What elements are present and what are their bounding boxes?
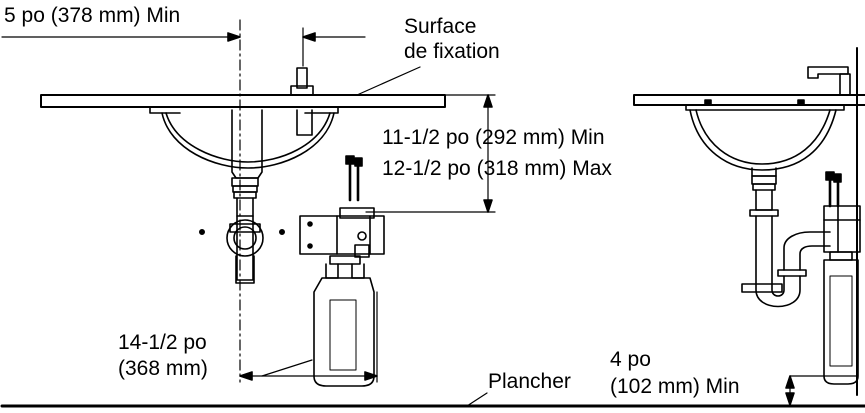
top-clearance-label: 5 po (378 mm) Min <box>4 4 181 27</box>
height-min-label: 11-1/2 po (292 mm) Min <box>382 126 605 149</box>
side-view-sink <box>633 47 865 396</box>
front-view-drain <box>199 109 285 284</box>
floor-gap-label-line2: (102 mm) Min <box>610 375 740 398</box>
depth-label-line2: (368 mm) <box>118 357 208 380</box>
depth-label-line1: 14-1/2 po <box>118 331 207 354</box>
floor-gap-label-line1: 4 po <box>610 348 651 371</box>
side-view-control-box <box>823 171 861 385</box>
front-view-sink <box>40 67 446 169</box>
side-view-drain <box>741 167 831 308</box>
side-view-dimensions <box>466 375 859 407</box>
front-view-control-box <box>299 155 385 387</box>
mounting-surface-label-line2: de fixation <box>404 40 500 63</box>
height-max-label: 12-1/2 po (318 mm) Max <box>382 157 612 180</box>
floor-label: Plancher <box>488 370 571 393</box>
mounting-surface-label-line1: Surface <box>404 15 477 38</box>
front-view-dimensions <box>1 19 496 383</box>
